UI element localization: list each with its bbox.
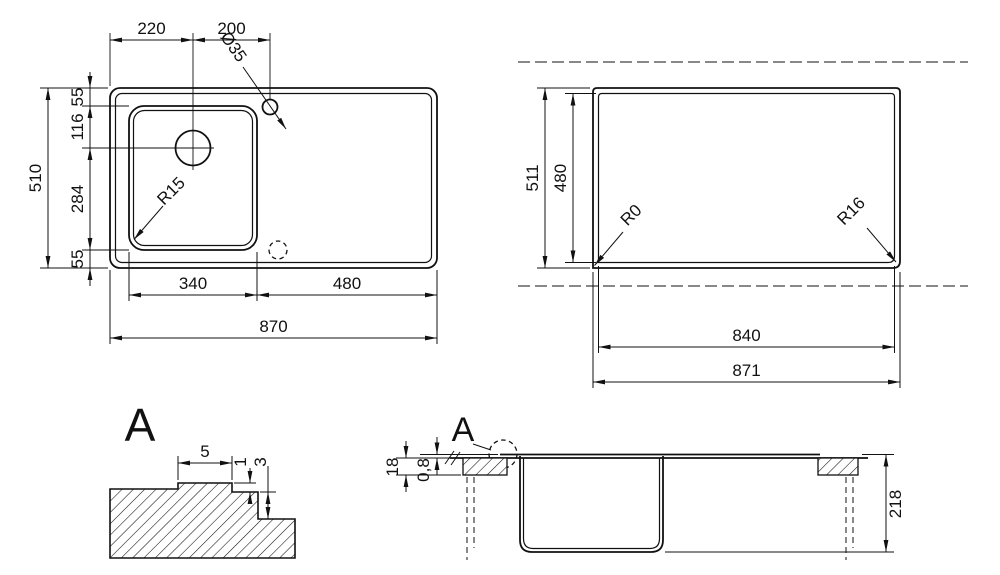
edge-profile-section <box>109 482 296 559</box>
dim-340: 340 <box>179 274 207 293</box>
dim-220: 220 <box>137 19 165 38</box>
section-bowl <box>519 456 664 553</box>
dim-r0: R0 <box>617 201 646 230</box>
dim-55-bottom: 55 <box>68 250 87 269</box>
plan-radius-callout: R15 <box>133 173 189 240</box>
dim-116: 116 <box>68 113 87 140</box>
cutout-inner-line <box>597 92 896 264</box>
dim-0-8: 0,8 <box>414 458 433 482</box>
dim-18: 18 <box>383 458 402 477</box>
counter-cut-right <box>817 457 859 476</box>
detail-a-label: A <box>125 399 156 451</box>
dim-r16: R16 <box>833 193 868 228</box>
dim-510: 510 <box>26 164 45 192</box>
cutout-view: 511 480 R0 R16 840 871 <box>518 61 968 388</box>
plan-view: 220 200 Ø35 510 55 116 284 55 <box>26 19 438 344</box>
plan-top-dimensions: 220 200 Ø35 <box>110 19 287 130</box>
dim-871: 871 <box>732 361 760 380</box>
dim-511: 511 <box>523 164 542 191</box>
dim-284: 284 <box>68 185 87 213</box>
section-fastening-clips <box>466 477 854 560</box>
section-countertop <box>444 450 868 476</box>
dim-218: 218 <box>886 490 905 518</box>
dia35-leader <box>242 66 287 130</box>
cutout-bottom-dimensions: 840 871 <box>592 266 901 388</box>
dim-480-plan: 480 <box>333 274 361 293</box>
sink-outline <box>109 87 438 269</box>
detail-a-view: A 5 1 3 <box>109 399 296 559</box>
plan-centerlines <box>82 33 271 170</box>
dim-870: 870 <box>259 317 287 336</box>
plan-left-dimensions: 510 55 116 284 55 <box>26 72 129 286</box>
dim-480-cutout: 480 <box>551 164 570 192</box>
dim-5: 5 <box>200 442 209 461</box>
dim-55-top: 55 <box>68 88 87 107</box>
dim-1: 1 <box>231 457 250 466</box>
plan-bottom-dimensions: 340 480 870 <box>109 252 438 344</box>
section-left-dimensions: 18 0,8 <box>383 437 498 492</box>
cutout-radius-callouts: R0 R16 <box>594 193 897 266</box>
dim-r15: R15 <box>153 173 188 208</box>
section-right-dimension: 218 <box>665 454 905 553</box>
cutout-outline <box>592 87 901 269</box>
secondary-hole <box>261 98 279 116</box>
detail-dimensions: 5 1 3 <box>177 442 276 519</box>
section-view: A 18 <box>383 411 905 560</box>
cutout-left-dimensions: 511 480 <box>523 87 596 269</box>
dim-200: 200 <box>217 19 245 38</box>
section-a-label: A <box>452 411 475 449</box>
dim-3: 3 <box>251 457 270 466</box>
section-a-leader <box>472 443 492 451</box>
counter-cut-left <box>462 457 508 476</box>
optional-hole-dashed <box>268 240 288 260</box>
sink-rim-inner-line <box>114 92 433 264</box>
dim-840: 840 <box>732 326 760 345</box>
